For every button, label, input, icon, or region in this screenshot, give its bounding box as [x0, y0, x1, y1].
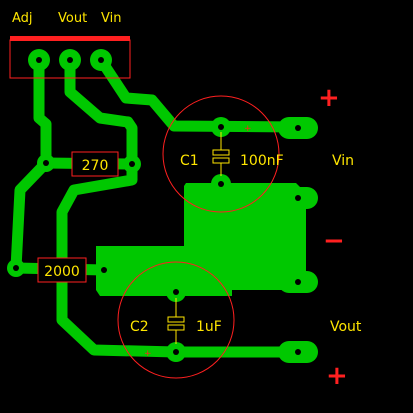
c1-designator: C1 — [180, 153, 199, 169]
connector-pin1-bar — [10, 36, 130, 41]
pin-label-vout: Vout — [58, 11, 87, 26]
pad-c1-plus-hole — [218, 124, 224, 130]
resistor-r2-body — [37, 257, 87, 283]
terminal-minus: − — [323, 226, 345, 256]
c2-outline — [117, 261, 235, 379]
pads — [7, 49, 318, 363]
pad-c1-minus-hole — [218, 181, 224, 187]
trace-vin — [95, 54, 306, 133]
pad-conn-adj-hole — [36, 57, 42, 63]
pad-c2-plus-hole — [173, 349, 179, 355]
pad-conn-vin-hole — [98, 57, 104, 63]
terminal-plus-top: + — [318, 83, 340, 113]
ground-pour — [96, 183, 306, 296]
pad-terminal-vin-hole — [295, 125, 301, 131]
pad-terminal-vout-hole — [295, 349, 301, 355]
trace-adj — [10, 54, 52, 274]
c2-value: 1uF — [196, 319, 222, 335]
c1-symbol-plate-a — [212, 149, 230, 156]
pad-c2-minus-hole — [173, 289, 179, 295]
pin-label-vin: Vin — [101, 11, 121, 26]
pad-terminal-gnd-bottom-hole — [295, 279, 301, 285]
pad-conn-vout-hole — [67, 57, 73, 63]
resistor-r2-value: 2000 — [44, 264, 80, 280]
terminal-label-vout: Vout — [330, 319, 362, 335]
c2-symbol-plate-a — [167, 316, 185, 323]
pad-r1-right-hole — [129, 161, 135, 167]
trace-vout-top — [64, 54, 138, 170]
c2-polarity-mark: + — [144, 349, 152, 359]
pad-terminal-gnd-top-hole — [295, 195, 301, 201]
pin-label-adj: Adj — [12, 11, 33, 26]
resistor-bodies — [37, 151, 119, 283]
pad-r2-left-hole — [13, 265, 19, 271]
resistor-r1-value: 270 — [82, 158, 109, 174]
c2-symbol-plate-b — [167, 324, 185, 331]
terminal-label-vin: Vin — [332, 153, 354, 169]
c1-outline — [162, 95, 280, 213]
pad-r2-right-hole — [101, 267, 107, 273]
c1-polarity-mark: + — [244, 124, 252, 134]
terminal-plus-bottom: + — [326, 361, 348, 391]
c1-symbol-plate-b — [212, 157, 230, 164]
c2-designator: C2 — [130, 319, 149, 335]
c1-value: 100nF — [240, 153, 284, 169]
resistor-r1-body — [71, 151, 119, 177]
capacitor-symbols — [167, 132, 230, 344]
pad-r1-left-hole — [43, 160, 49, 166]
